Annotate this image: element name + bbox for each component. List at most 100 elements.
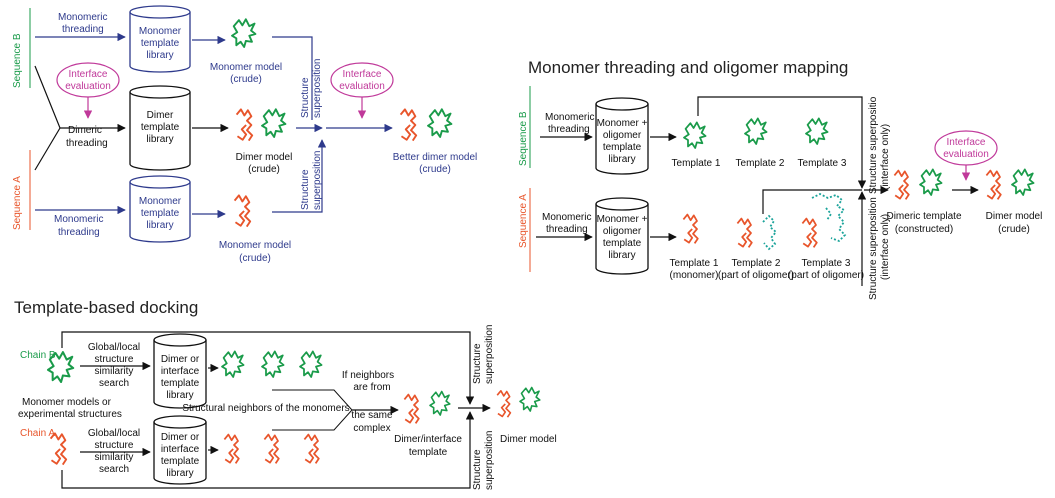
svg-text:Monomer: Monomer bbox=[139, 196, 182, 207]
neighbor-orange-1 bbox=[223, 433, 240, 465]
if-neighbors-2: are from bbox=[353, 382, 390, 393]
svg-text:template: template bbox=[603, 238, 642, 249]
dimeric-threading-2: threading bbox=[66, 138, 108, 149]
svg-text:oligomer: oligomer bbox=[603, 130, 642, 141]
svg-text:library: library bbox=[166, 390, 193, 401]
svg-text:template: template bbox=[603, 142, 642, 153]
sequence-b-label-b: Sequence B bbox=[518, 111, 529, 166]
panel-b: Monomer threading and oligomer mapping S… bbox=[518, 58, 1042, 300]
threading-b-bottom-1: Monomeric bbox=[542, 212, 591, 223]
sequence-a-label: Sequence A bbox=[12, 176, 23, 230]
svg-text:template: template bbox=[161, 456, 200, 467]
monomer-models-1: Monomer models or bbox=[22, 397, 112, 408]
monomer-models-2: experimental structures bbox=[18, 409, 122, 420]
superposition-c-top-2: superposition bbox=[484, 325, 495, 384]
search-bottom-3: similarity bbox=[95, 452, 134, 463]
dimeric-branch bbox=[34, 65, 61, 171]
svg-text:Dimer or: Dimer or bbox=[161, 354, 200, 365]
dimeric-threading-1: Dimeric bbox=[68, 125, 102, 136]
better-dimer-2: (crude) bbox=[419, 164, 451, 175]
template2-bottom-2: (part of oligomer) bbox=[718, 270, 794, 281]
better-dimer-green bbox=[426, 108, 453, 139]
svg-text:Interface: Interface bbox=[947, 137, 986, 148]
template2-top-label: Template 2 bbox=[736, 158, 785, 169]
dimeric-template-1: Dimeric template bbox=[886, 211, 961, 222]
better-dimer-1: Better dimer model bbox=[393, 152, 477, 163]
svg-text:Dimer: Dimer bbox=[147, 110, 174, 121]
library-c-top: Dimer or interface template library bbox=[153, 333, 207, 409]
superposition-b-bottom bbox=[762, 189, 862, 214]
dimer-library: Dimer template library bbox=[129, 85, 191, 171]
svg-text:Interface: Interface bbox=[69, 69, 108, 80]
monomer-model-bottom-2: (crude) bbox=[239, 253, 271, 264]
svg-text:library: library bbox=[608, 250, 635, 261]
superposition-c-top-1: Structure bbox=[472, 343, 483, 384]
interface-eval-left: Interface evaluation bbox=[56, 62, 120, 98]
structure-superposition-bottom-2: superposition bbox=[312, 151, 323, 210]
neighbor-green-1 bbox=[220, 350, 245, 379]
svg-text:template: template bbox=[141, 208, 180, 219]
structure-superposition-top-2: superposition bbox=[312, 59, 323, 118]
superposition-line-top bbox=[272, 36, 313, 120]
search-top-4: search bbox=[99, 378, 129, 389]
interface-eval-b: Interface evaluation bbox=[934, 130, 998, 166]
better-dimer-orange bbox=[399, 108, 418, 142]
dimeric-template-orange bbox=[893, 169, 910, 201]
chain-a-label: Chain A bbox=[20, 428, 55, 439]
dimer-interface-template-1: Dimer/interface bbox=[394, 434, 462, 445]
svg-text:evaluation: evaluation bbox=[943, 149, 989, 160]
superposition-c-bottom-line bbox=[61, 411, 475, 489]
if-neighbors-3: the same bbox=[351, 410, 393, 421]
monomeric-threading-bottom-2: threading bbox=[58, 227, 100, 238]
template2-oligomer-dotted bbox=[762, 214, 778, 251]
panel-c-title: Template-based docking bbox=[14, 298, 198, 317]
monomeric-threading-top-1: Monomeric bbox=[58, 12, 107, 23]
sequence-b-label: Sequence B bbox=[12, 33, 23, 88]
template3-top-green bbox=[805, 117, 829, 145]
dimer-interface-template-2: template bbox=[409, 447, 448, 458]
search-top-2: structure bbox=[95, 354, 134, 365]
template1-top-label: Template 1 bbox=[672, 158, 721, 169]
svg-text:template: template bbox=[161, 378, 200, 389]
monomer-model-top-2: (crude) bbox=[230, 74, 262, 85]
library-b-top: Monomer + oligomer template library bbox=[595, 97, 649, 175]
interface-eval-right: Interface evaluation bbox=[330, 62, 394, 98]
template1-bottom-1: Template 1 bbox=[670, 258, 719, 269]
svg-text:Interface: Interface bbox=[343, 69, 382, 80]
monomer-library-bottom: Monomer template library bbox=[129, 175, 191, 243]
monomer-model-bottom-1: Monomer model bbox=[219, 240, 291, 251]
svg-text:Monomer +: Monomer + bbox=[597, 118, 648, 129]
structure-superposition-bottom-1: Structure bbox=[300, 169, 311, 210]
template1-bottom-2: (monomer) bbox=[670, 270, 719, 281]
superposition-c-top-line bbox=[61, 331, 475, 405]
threading-b-top-1: Monomeric bbox=[545, 112, 594, 123]
neighbor-green-2 bbox=[260, 350, 285, 379]
svg-text:template: template bbox=[141, 38, 180, 49]
svg-text:Dimer or: Dimer or bbox=[161, 432, 200, 443]
sequence-a-label-b: Sequence A bbox=[518, 194, 529, 248]
dimer-model-c-green bbox=[519, 386, 541, 412]
template3-top-label: Template 3 bbox=[798, 158, 847, 169]
monomer-model-top-green bbox=[230, 18, 257, 49]
template2-bottom-orange bbox=[736, 217, 753, 249]
structural-neighbors: Structural neighbors of the monomers bbox=[182, 403, 349, 414]
dimeric-template-2: (constructed) bbox=[895, 224, 953, 235]
chain-b-label: Chain B bbox=[20, 350, 56, 361]
template3-bottom-1: Template 3 bbox=[802, 258, 851, 269]
template1-bottom-orange bbox=[682, 213, 699, 245]
superposition-c-bottom-2: superposition bbox=[484, 431, 495, 490]
svg-text:evaluation: evaluation bbox=[65, 81, 111, 92]
superposition-b-top-2: (interface only) bbox=[880, 124, 891, 190]
superposition-b-bottom-2: (interface only) bbox=[880, 214, 891, 280]
search-bottom-1: Global/local bbox=[88, 428, 140, 439]
svg-text:library: library bbox=[146, 220, 173, 231]
template3-bottom-2: (part of oligomer) bbox=[788, 270, 864, 281]
monomeric-threading-top-2: threading bbox=[62, 24, 104, 35]
panel-c: Template-based docking Chain B Monomer m… bbox=[14, 298, 557, 490]
search-top-3: similarity bbox=[95, 366, 134, 377]
svg-text:interface: interface bbox=[161, 366, 200, 377]
dimer-model-2: (crude) bbox=[248, 164, 280, 175]
svg-text:evaluation: evaluation bbox=[339, 81, 385, 92]
svg-text:library: library bbox=[166, 468, 193, 479]
